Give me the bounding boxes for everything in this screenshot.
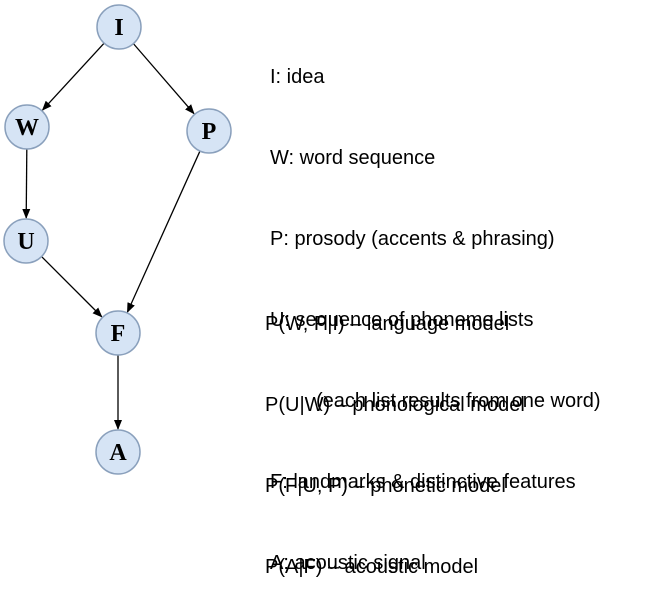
node-circle-a bbox=[95, 429, 141, 475]
model-line-phonetic: P(F|U, P) – phonetic model bbox=[265, 475, 506, 497]
node-f: F bbox=[95, 310, 141, 356]
legend-line-word-sequence: W: word sequence bbox=[270, 147, 436, 169]
nodes-layer: I W P U F A bbox=[3, 4, 232, 475]
edge-u-to-f bbox=[41, 256, 103, 318]
legend-line-idea: I: idea bbox=[270, 66, 325, 88]
edge-p-to-f bbox=[126, 150, 201, 313]
legend-line-phoneme-lists-note: (each list results from one word) bbox=[316, 390, 601, 412]
node-i: I bbox=[96, 4, 142, 50]
node-label-p: P bbox=[202, 119, 217, 145]
legend-line-phoneme-lists: U: sequence of phoneme lists bbox=[270, 309, 534, 331]
node-a: A bbox=[95, 429, 141, 475]
node-label-w: W bbox=[15, 115, 39, 141]
node-u: U bbox=[3, 218, 49, 264]
edge-i-to-w bbox=[41, 42, 105, 111]
edge-i-to-p bbox=[132, 43, 195, 115]
node-circle-p bbox=[186, 108, 232, 154]
node-circle-i bbox=[96, 4, 142, 50]
node-label-a: A bbox=[109, 440, 127, 466]
node-label-f: F bbox=[111, 321, 126, 347]
edge-w-to-u bbox=[22, 148, 31, 220]
model-line-acoustic: P(A|F) – acoustic model bbox=[265, 556, 479, 578]
bayesian-network-graph: I W P U F A bbox=[3, 4, 232, 475]
node-circle-f bbox=[95, 310, 141, 356]
edges-layer bbox=[22, 42, 201, 430]
node-label-i: I bbox=[114, 15, 123, 41]
model-line-phonological: P(U|W) – phonological model bbox=[265, 394, 525, 416]
node-p: P bbox=[186, 108, 232, 154]
model-list: P(W, P|I) – language model P(U|W) – phon… bbox=[265, 257, 525, 608]
node-label-u: U bbox=[17, 229, 34, 255]
model-line-language: P(W, P|I) – language model bbox=[265, 313, 510, 335]
node-w: W bbox=[4, 104, 50, 150]
node-circle-w bbox=[4, 104, 50, 150]
node-circle-u bbox=[3, 218, 49, 264]
legend-line-prosody: P: prosody (accents & phrasing) bbox=[270, 228, 555, 250]
